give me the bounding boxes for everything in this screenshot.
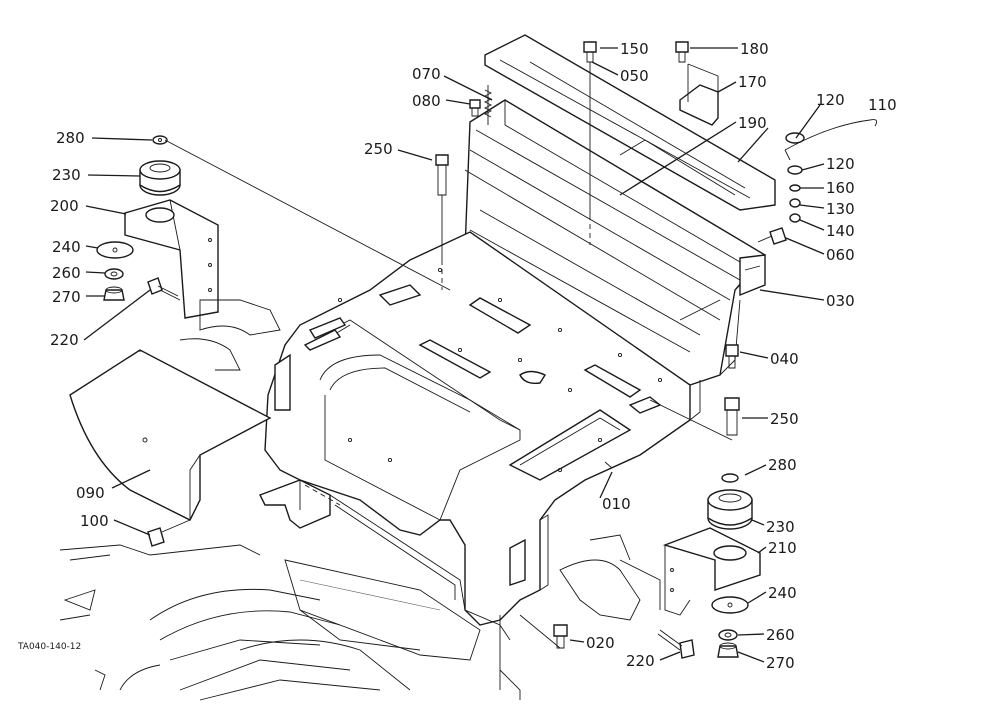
callout-200: 200 (50, 197, 79, 215)
callout-190: 190 (738, 114, 767, 132)
bolt-220-left (147, 277, 181, 301)
callout-050: 050 (620, 67, 649, 85)
centerlines (164, 62, 733, 690)
callout-070: 070 (412, 65, 441, 83)
callout-170: 170 (738, 73, 767, 91)
callout-230-right: 230 (766, 518, 795, 536)
callout-260-left: 260 (52, 264, 81, 282)
callout-210: 210 (768, 539, 797, 557)
washer-stack-right (711, 596, 749, 658)
callout-130: 130 (826, 200, 855, 218)
callout-120-upper: 120 (816, 91, 845, 109)
callout-240-right: 240 (768, 584, 797, 602)
callout-220-right: 220 (626, 652, 655, 670)
callout-230-left: 230 (52, 166, 81, 184)
callout-240-left: 240 (52, 238, 81, 256)
isolator-230-left (139, 135, 181, 196)
drawing-code: TA040-140-12 (17, 642, 81, 652)
callout-030: 030 (826, 292, 855, 310)
isolator-230-right (707, 473, 753, 530)
bracket-050 (484, 34, 776, 211)
callout-090: 090 (76, 484, 105, 502)
callout-160: 160 (826, 179, 855, 197)
callout-110: 110 (868, 96, 897, 114)
fender-010 (264, 231, 701, 626)
bracket-170 (679, 63, 719, 126)
mount-bracket-200 (124, 199, 281, 371)
leader-lines (83, 47, 825, 663)
callout-220-left: 220 (50, 331, 79, 349)
callout-100: 100 (80, 512, 109, 530)
callout-270-left: 270 (52, 288, 81, 306)
support-bracket (259, 479, 511, 641)
chassis-outline (59, 534, 661, 701)
callout-280-left: 280 (56, 129, 85, 147)
washer-stack-left (96, 241, 134, 301)
callout-270-right: 270 (766, 654, 795, 672)
callout-060: 060 (826, 246, 855, 264)
callout-010: 010 (602, 495, 631, 513)
callout-020: 020 (586, 634, 615, 652)
mount-bracket-210 (662, 527, 761, 616)
callout-250-lower: 250 (770, 410, 799, 428)
callout-120-lower: 120 (826, 155, 855, 173)
callout-labels: 150 180 170 070 050 080 120 110 190 120 … (50, 40, 897, 672)
callout-040: 040 (770, 350, 799, 368)
rear-panel-030 (464, 99, 767, 386)
bolt-220-right (657, 629, 695, 659)
callout-140: 140 (826, 222, 855, 240)
callout-150: 150 (620, 40, 649, 58)
bolts (147, 41, 878, 649)
callout-280-right: 280 (768, 456, 797, 474)
callout-250-upper: 250 (364, 140, 393, 158)
callout-180: 180 (740, 40, 769, 58)
side-cover-090 (69, 349, 272, 521)
callout-080: 080 (412, 92, 441, 110)
callout-260-right: 260 (766, 626, 795, 644)
